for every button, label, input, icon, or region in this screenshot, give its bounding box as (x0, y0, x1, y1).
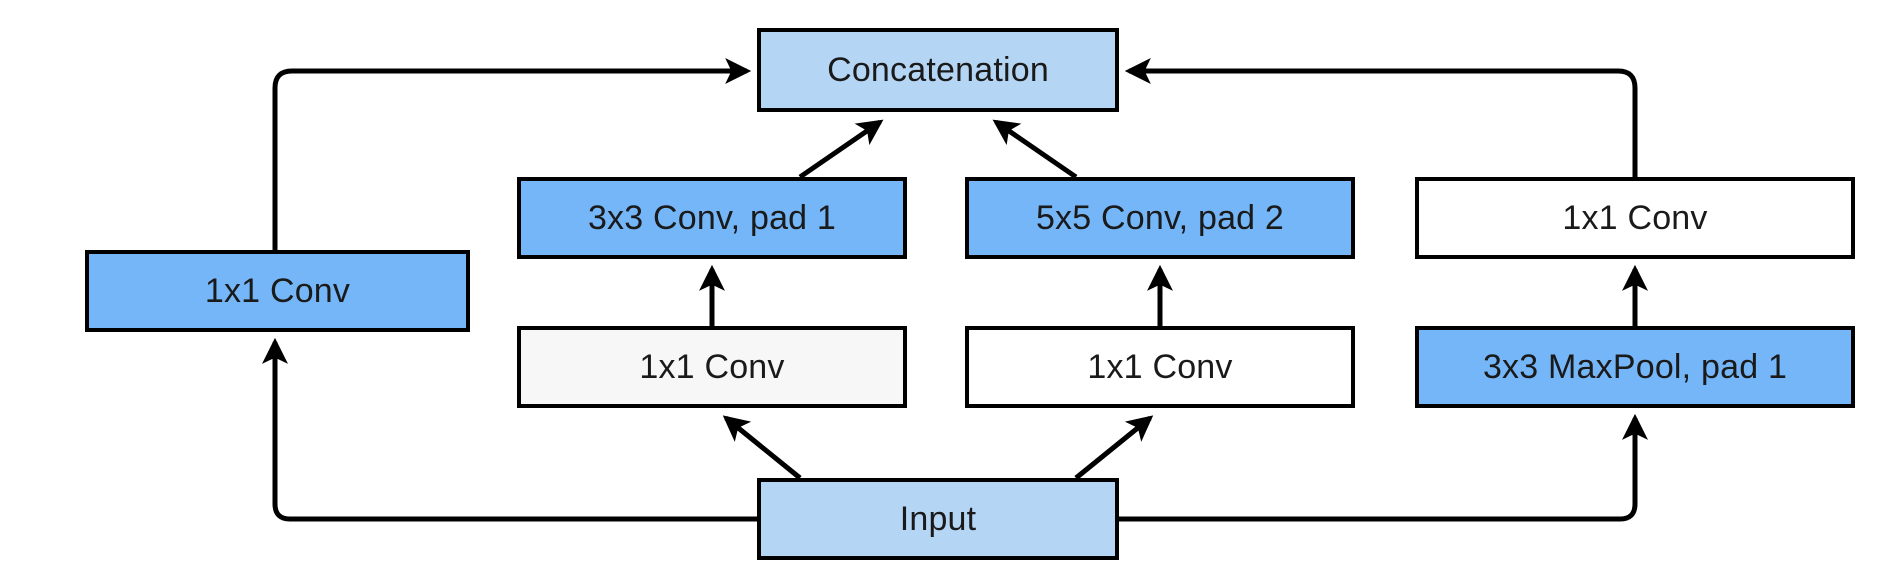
node-input[interactable]: Input (757, 478, 1119, 560)
node-label-input: Input (899, 500, 977, 538)
node-branch2-conv3x3[interactable]: 3x3 Conv, pad 1 (517, 177, 907, 259)
node-branch2-reduce1x1[interactable]: 1x1 Conv (517, 326, 907, 408)
node-branch1-conv1x1[interactable]: 1x1 Conv (85, 250, 470, 332)
node-label-branch2-conv3x3: 3x3 Conv, pad 1 (587, 199, 837, 237)
edge-input-to-branch2-reduce (722, 415, 802, 480)
node-label-branch2-reduce1x1: 1x1 Conv (639, 348, 785, 386)
node-branch4-maxpool[interactable]: 3x3 MaxPool, pad 1 (1415, 326, 1855, 408)
node-label-branch1-conv1x1: 1x1 Conv (204, 272, 351, 310)
node-label-branch4-maxpool: 3x3 MaxPool, pad 1 (1482, 348, 1788, 386)
edge-branch4-to-concat (1124, 58, 1638, 177)
node-label-branch4-conv1x1: 1x1 Conv (1562, 199, 1708, 237)
node-branch3-reduce1x1[interactable]: 1x1 Conv (965, 326, 1355, 408)
edge-branch3-to-concat (992, 119, 1078, 180)
node-label-branch3-conv5x5: 5x5 Conv, pad 2 (1035, 199, 1285, 237)
node-branch4-conv1x1[interactable]: 1x1 Conv (1415, 177, 1855, 259)
node-label-branch3-reduce1x1: 1x1 Conv (1087, 348, 1233, 386)
edge-input-to-branch3-reduce (1074, 415, 1154, 480)
node-label-concatenation: Concatenation (827, 51, 1049, 89)
edge-branch2-to-concat (798, 119, 884, 180)
node-concatenation[interactable]: Concatenation (757, 28, 1119, 112)
edge-input-to-branch4-maxpool (1119, 413, 1648, 522)
node-branch3-conv5x5[interactable]: 5x5 Conv, pad 2 (965, 177, 1355, 259)
